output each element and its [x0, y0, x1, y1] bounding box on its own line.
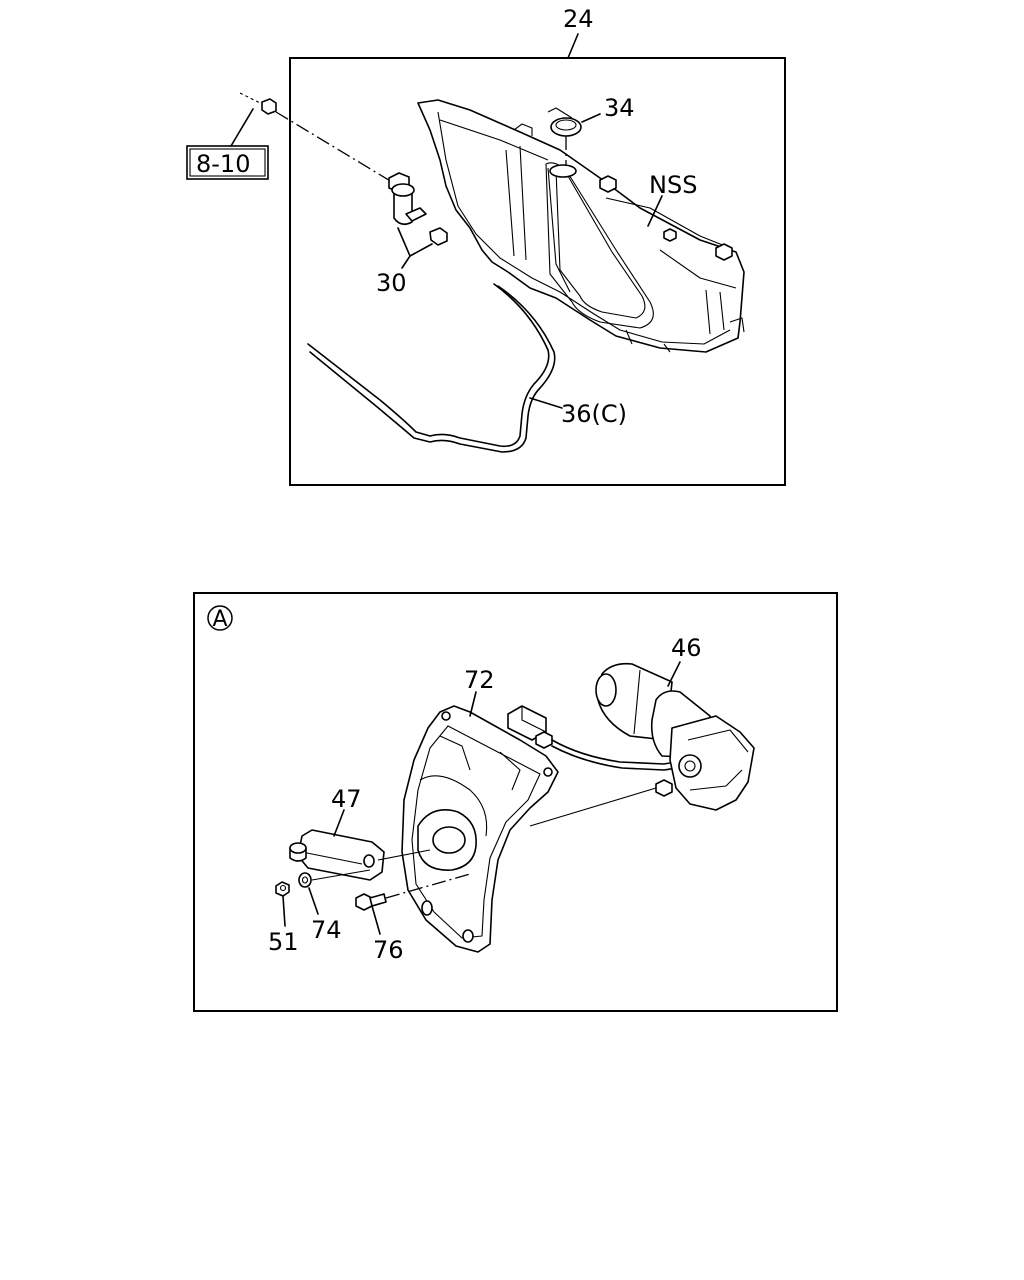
washer [298, 872, 312, 888]
hose-leader [529, 397, 563, 409]
view-marker-label: A [212, 607, 227, 632]
mounting-bracket [401, 705, 559, 953]
filler-cap [547, 107, 582, 137]
callout-74[interactable]: 74 [311, 916, 342, 944]
callout-76[interactable]: 76 [373, 936, 404, 964]
link-axis-line [377, 849, 431, 861]
washer-tank-frame [289, 57, 786, 486]
washer-pump [388, 172, 448, 246]
assembly-callout-24-leader [567, 33, 579, 59]
callout-34[interactable]: 34 [604, 94, 635, 122]
washer-axis-line [311, 869, 371, 881]
assembly-callout-24[interactable]: 24 [563, 5, 594, 33]
callout-47[interactable]: 47 [331, 785, 362, 813]
motor-leader [667, 661, 681, 687]
motor-shaft-line [529, 787, 657, 827]
bolt-axis-line [385, 873, 471, 899]
washer-tank-panel: 24 8-10 30 [186, 5, 786, 486]
reference-box-label: 8-10 [196, 150, 250, 178]
washer-leader [308, 887, 319, 915]
callout-72[interactable]: 72 [464, 666, 495, 694]
nss-leader [647, 195, 663, 227]
callout-46[interactable]: 46 [671, 634, 702, 662]
bolt-leader [371, 905, 381, 935]
bolt [355, 893, 387, 911]
callout-36c[interactable]: 36(C) [561, 400, 627, 428]
washer-hose [307, 283, 556, 453]
hose-clip [239, 92, 277, 115]
reference-box-8-10[interactable]: 8-10 [186, 145, 269, 180]
callout-nss[interactable]: NSS [649, 171, 697, 199]
callout-30[interactable]: 30 [376, 269, 407, 297]
callout-51[interactable]: 51 [268, 928, 299, 956]
link-leader [333, 809, 345, 837]
pump-leader-c [401, 255, 411, 269]
reference-leader [230, 108, 254, 147]
nut-leader [282, 895, 286, 927]
nut [275, 881, 290, 897]
cap-leader [581, 113, 601, 123]
wiper-motor-frame [193, 592, 838, 1012]
wiper-link [289, 829, 385, 881]
wiper-motor-panel: A 72 [193, 592, 838, 1012]
wiper-motor [595, 662, 755, 811]
bracket-leader [469, 691, 477, 717]
connector-plug [507, 705, 553, 749]
washer-tank [417, 99, 745, 353]
pump-leader-a [397, 227, 411, 257]
pump-leader-b [409, 243, 433, 257]
clip-to-pump-line [275, 111, 393, 183]
view-marker-a[interactable]: A [207, 605, 233, 632]
